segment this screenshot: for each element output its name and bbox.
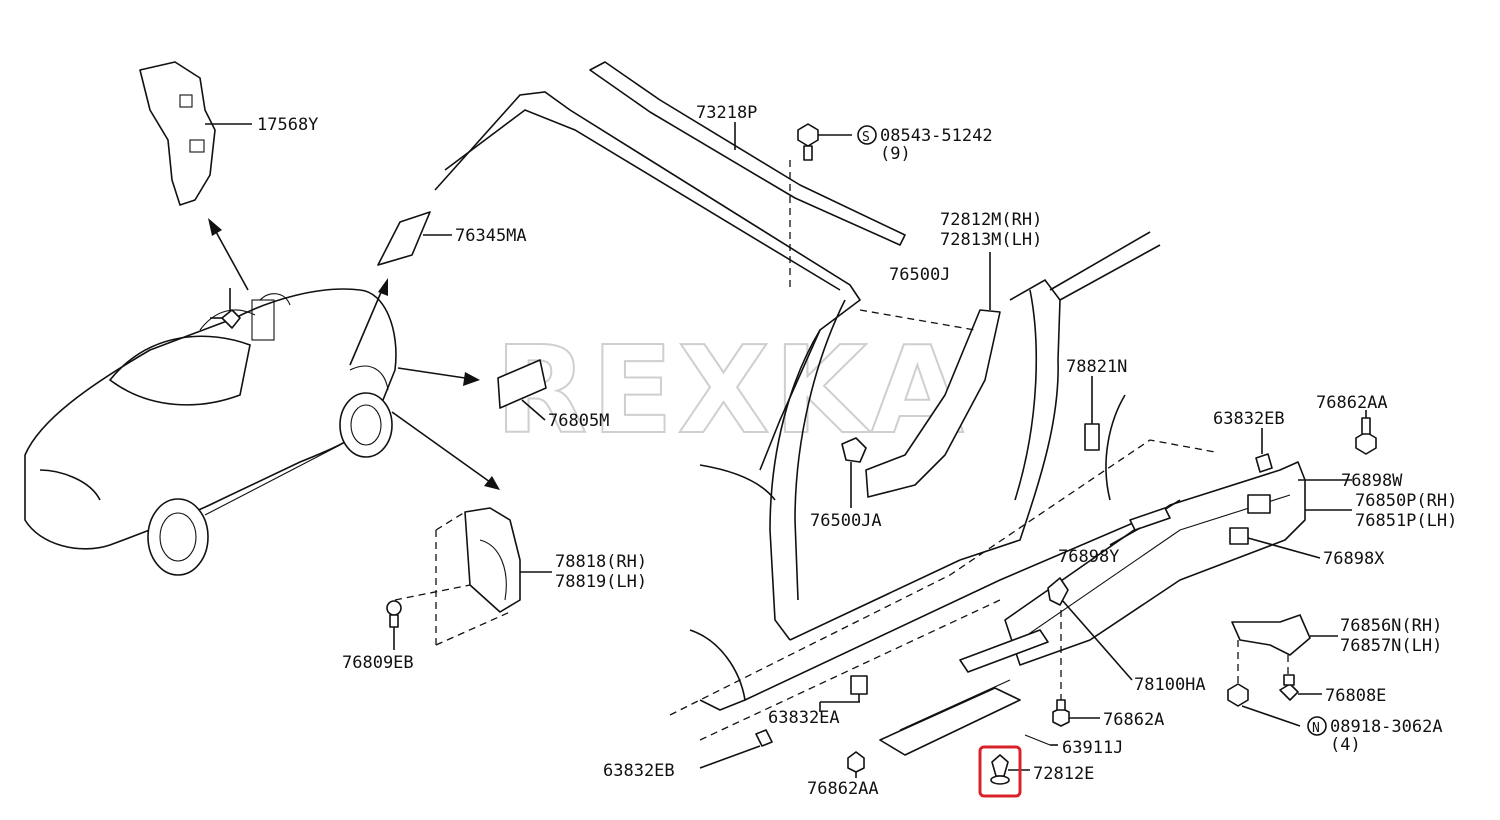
label-76862A: 76862A — [1103, 710, 1164, 730]
label-76500J: 76500J — [889, 265, 950, 285]
part-63832EB-top — [1255, 428, 1273, 473]
symbol-n: N — [1312, 721, 1320, 736]
label-76500JA: 76500JA — [810, 511, 882, 531]
label-76851P: 76851P(LH) — [1355, 511, 1457, 531]
part-72812E-clip — [990, 754, 1030, 785]
label-76856N: 76856N(RH) — [1340, 616, 1442, 636]
part-08543-bolt — [797, 123, 877, 161]
part-76856N-bracket — [1231, 614, 1338, 656]
label-72812E: 72812E — [1033, 764, 1094, 784]
watermark: REXKA — [495, 322, 968, 461]
label-17568Y: 17568Y — [257, 115, 318, 135]
label-08543-qty: (9) — [880, 144, 911, 164]
part-63832EA — [819, 675, 868, 712]
label-63911J: 63911J — [1062, 738, 1123, 758]
highlight-box — [978, 745, 1022, 798]
part-72812M-trim — [865, 252, 1001, 498]
symbol-s: S — [862, 130, 870, 145]
label-76898X: 76898X — [1323, 549, 1385, 569]
label-76857N: 76857N(LH) — [1340, 636, 1442, 656]
label-76805M: 76805M — [548, 411, 609, 431]
label-72812M: 72812M(RH) — [940, 210, 1042, 230]
label-73218P: 73218P — [696, 103, 757, 123]
part-76898Y — [1129, 507, 1171, 531]
label-78821N: 78821N — [1066, 357, 1127, 377]
part-76500JA-clip — [841, 437, 867, 508]
label-76862AA-top: 76862AA — [1316, 393, 1388, 413]
part-17568Y-bracket — [139, 61, 252, 206]
part-sill-strip — [879, 629, 1049, 756]
label-76808E: 76808E — [1325, 686, 1386, 706]
part-73218P-rail — [589, 61, 906, 290]
part-76809EB-clip — [386, 600, 402, 650]
label-78818: 78818(RH) — [555, 552, 647, 572]
label-63832EB-bottom: 63832EB — [603, 761, 675, 781]
label-78100HA: 78100HA — [1134, 675, 1206, 695]
body-structure — [434, 91, 1216, 741]
label-76809EB: 76809EB — [342, 653, 414, 673]
part-76805M-plate — [497, 359, 547, 421]
part-78821N — [1084, 423, 1100, 451]
part-63911J — [1024, 734, 1058, 746]
label-63832EA: 63832EA — [768, 708, 840, 728]
part-76345MA-pad — [377, 211, 431, 266]
part-78818-panel — [394, 507, 552, 646]
part-76500J-clip — [210, 288, 976, 331]
label-08918-qty: (4) — [1330, 735, 1361, 755]
label-08918: 08918-3062A — [1330, 717, 1443, 737]
label-78819: 78819(LH) — [555, 572, 647, 592]
label-76345MA: 76345MA — [455, 226, 527, 246]
part-76808E-clip — [1279, 655, 1322, 701]
label-76862AA-bottom: 76862AA — [807, 779, 879, 799]
part-76862AA-bottom — [847, 751, 865, 778]
car-illustration — [24, 288, 397, 576]
part-76862AA-top — [1355, 410, 1377, 455]
label-72813M: 72813M(LH) — [940, 230, 1042, 250]
label-63832EB-top: 63832EB — [1213, 409, 1285, 429]
part-08918-nut — [1227, 640, 1327, 736]
part-76850P-sill-cover — [1004, 461, 1352, 666]
leader-arrows — [208, 218, 500, 490]
label-76850P: 76850P(RH) — [1355, 491, 1457, 511]
label-76898Y: 76898Y — [1058, 547, 1119, 567]
part-76862A — [1052, 610, 1100, 727]
label-76898W: 76898W — [1341, 471, 1403, 491]
label-08543: 08543-51242 — [880, 126, 993, 146]
part-63832EB-bottom — [699, 729, 773, 769]
part-78100HA — [1047, 577, 1133, 681]
